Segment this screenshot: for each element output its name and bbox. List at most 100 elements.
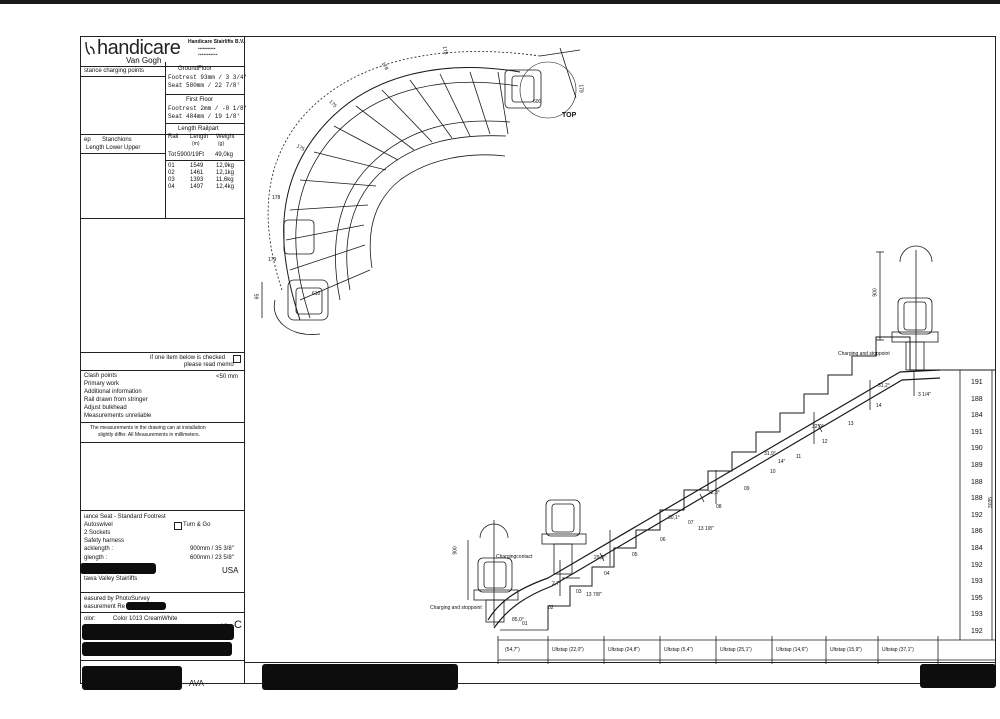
rail-table-cell: 12,9kg [216,163,235,169]
footer-rule [244,662,996,663]
rise-height: 188 [971,395,983,403]
step-number: 01 [522,621,528,627]
rail-table-cell: 12,1kg [216,170,235,176]
memo-item: Rail drawn from stringer [84,397,148,403]
signature-initials: AVA [189,679,204,688]
memo-note-2: slightly differ. All Measurements in mil… [98,432,200,438]
plan-dim: 179 [577,84,584,93]
step-number: 06 [660,537,666,543]
ground-footrest: Footrest 93mm / 3 3/4' [168,74,248,81]
plan-dim: 178 [440,45,449,56]
going-dimension: Ultstap (15,9") [830,647,862,653]
step-number: 03 [576,589,582,595]
angle-label: 32,9° [812,424,824,430]
charging-stop-top: Charging and stoppoint [838,351,890,357]
rise-height: 195 [971,594,983,602]
rise-height: 191 [971,379,983,386]
step-number: 14 [876,403,882,409]
rise-height: 188 [971,478,983,486]
going-dimension: Ultstap (25,1") [720,647,752,653]
rule [80,442,244,443]
redacted-order [82,624,234,640]
top-chair [876,245,939,371]
drawing-frame [80,36,996,684]
bottom-chair [467,520,519,626]
memo-note-1: The measurements in the drawing can at i… [90,425,206,431]
fraction-label: 14" [778,459,786,465]
rail-total-weight: 49,0kg [215,152,234,158]
rule [80,422,244,423]
redacted-footer-left [262,664,458,690]
step-number: 05 [632,552,638,558]
going-dimension: Ultstap (24,8") [608,647,640,653]
rule [80,612,244,613]
rise-height: 184 [971,545,983,552]
rule [80,218,244,219]
first-seat: Seat 484mm / 19 1/8' [168,113,241,120]
spec-color-value: Color 1013 CreamWhite [113,616,178,622]
fraction-label: 3 1/4" [918,392,931,398]
charging-contact: Chargingcontact [496,554,533,560]
rise-height: 193 [971,578,983,586]
spec-seatlength-label: glength : [84,555,108,561]
memo-item: Measurements unreliable [84,413,152,419]
rail-table-cell: 04 [168,184,175,190]
rail-table-cell: 11,6kg [216,177,234,183]
top-scan-edge [0,0,1000,4]
first-footrest: Footrest 2mm / -0 1/8' [168,105,248,112]
angle-label: 32,3° [708,490,720,496]
ground-seat: Seat 580mm / 22 7/8' [168,82,241,89]
brand-name: handicare [97,37,181,59]
spec-seat: iance Seat - Standard Footrest [84,514,166,520]
spec-autoswivel: Autoswivel [84,522,113,528]
panel-inner-divider [165,62,166,218]
memo-item: Clash points [84,373,118,379]
memo-checkbox[interactable] [233,355,241,363]
redacted-signature-block [82,666,182,690]
stanchions-title: Stanchions [102,137,132,143]
rail-col-weight: Weight [216,134,235,140]
redacted-order-2 [82,642,232,656]
spec-sockets: 2 Sockets [84,530,111,536]
middle-chair [541,499,587,579]
redacted-reference [126,602,166,610]
going-dimension: (54,7") [505,647,520,653]
stanchions-subtitle: Length Lower Upper [86,145,141,151]
fraction-label: 13 7/8" [586,592,602,598]
memo-line-1: if one item below is checked [150,355,226,361]
spec-harness: Safety harness [84,538,125,544]
rule [80,134,244,135]
ground-floor-title: GroundFloor [178,66,212,72]
redacted-customer [80,563,156,574]
turn-go-checkbox[interactable] [174,522,182,530]
step-number: 09 [744,486,750,492]
rail-table-cell: 1549 [190,163,204,169]
company-address-2: ▪▪▪▪▪▪▪▪▪▪▪ [198,52,218,58]
plan-dim: 600 [533,99,542,105]
rise-height: 188 [971,495,983,503]
rise-height: 186 [971,528,983,536]
rise-height: 189 [971,462,983,469]
model-name: Van Gogh [126,56,162,65]
total-rise: 3035 [988,496,995,509]
plan-dim: 65 [254,293,261,300]
rail-table-cell: 03 [168,177,175,183]
rail-col-length: Length [190,134,209,140]
rail-total-length: 5900/19Ft [177,152,205,158]
memo-item: Additional information [84,389,142,395]
spec-country: USA [222,566,239,575]
rail-unit-length: (m) [192,141,200,147]
rail-table-cell: 1393 [190,177,204,183]
angle-label: 2,7° [552,581,561,587]
step-number: 08 [716,504,722,510]
plan-top-label: TOP [562,112,577,119]
angle-label: 31,9° [764,451,776,457]
spec-color-label: olor: [84,616,96,622]
rise-height: 192 [971,561,983,569]
spec-dealer: tawa Valley Stairlifts [84,576,138,582]
rule [165,94,244,95]
step-number: 02 [548,605,554,611]
redacted-footer-right [920,664,996,688]
rule [80,660,244,661]
